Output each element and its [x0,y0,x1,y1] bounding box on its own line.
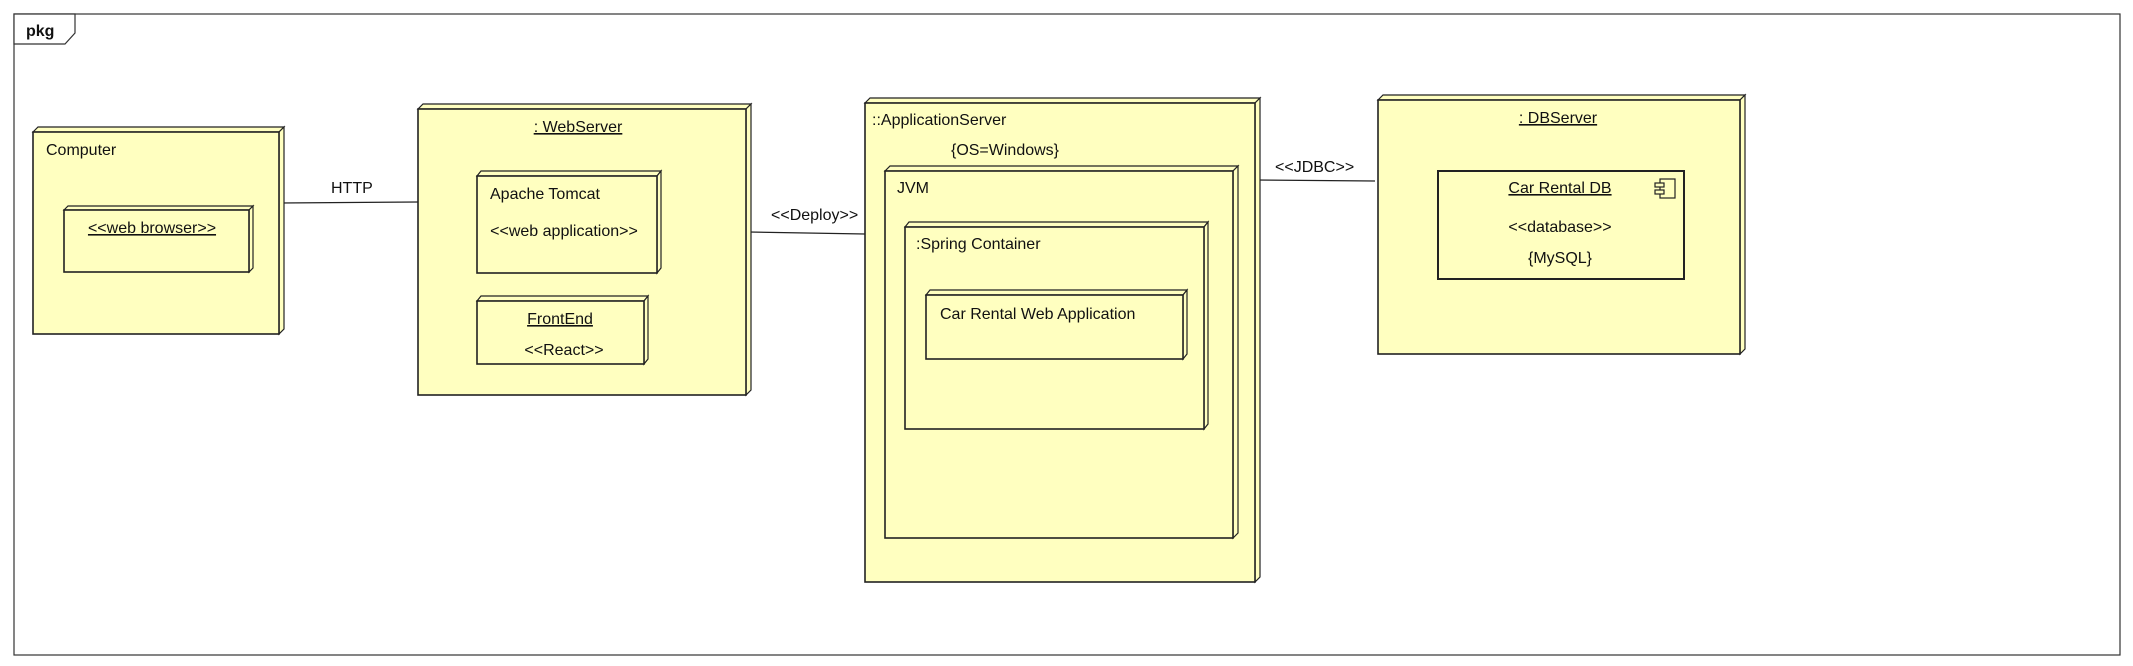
jdbc-connector-line[interactable] [1255,179,1376,182]
deploy-connector-line[interactable] [748,231,866,235]
spring-container-label: :Spring Container [916,236,1041,253]
http-connector-line[interactable] [279,201,419,204]
frontend-stereotype: <<React>> [524,342,603,359]
jdbc-label: <<JDBC>> [1275,159,1354,176]
deploy-label: <<Deploy>> [771,207,858,224]
apache-tomcat-label: Apache Tomcat [490,186,601,203]
car-rental-db-label: Car Rental DB [1508,180,1611,197]
car-rental-db-tag: {MySQL} [1528,250,1593,267]
web-browser-node[interactable]: <<web browser>> [62,204,255,274]
car-rental-web-app-node[interactable]: Car Rental Web Application [924,288,1189,361]
application-server-tag: {OS=Windows} [951,142,1060,159]
application-server-label: ::ApplicationServer [872,112,1007,129]
car-rental-db-stereotype: <<database>> [1508,219,1611,236]
apache-tomcat-stereotype: <<web application>> [490,223,638,240]
car-rental-web-app-label: Car Rental Web Application [940,306,1135,323]
connectors [279,179,1376,235]
component-icon [1654,178,1676,199]
webserver-node-label: : WebServer [534,119,623,136]
dbserver-node-label: : DBServer [1519,110,1598,127]
package-frame-label: pkg [26,23,54,40]
frontend-node[interactable]: FrontEnd <<React>> [475,294,650,366]
web-browser-label: <<web browser>> [88,220,216,237]
apache-tomcat-node[interactable]: Apache Tomcat <<web application>> [475,169,663,275]
frontend-label: FrontEnd [527,311,593,328]
computer-node-label: Computer [46,142,117,159]
http-label: HTTP [331,180,373,197]
car-rental-db-component[interactable]: Car Rental DB <<database>> {MySQL} [1437,170,1685,280]
jvm-label: JVM [897,180,929,197]
